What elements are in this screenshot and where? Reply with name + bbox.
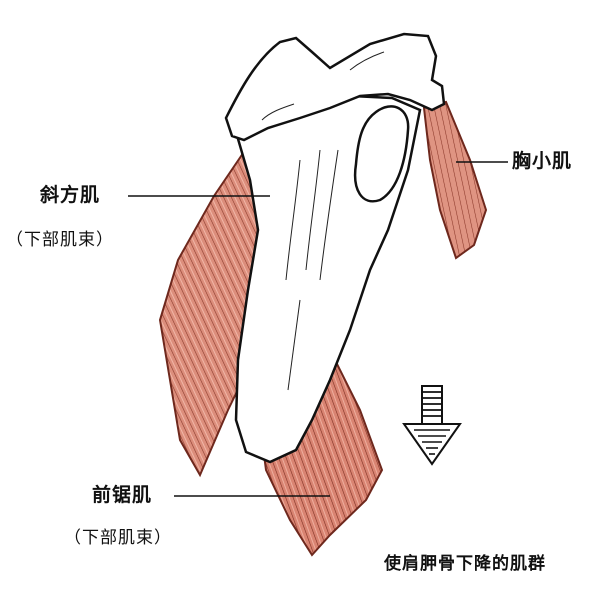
figure-caption: 使肩胛骨下降的肌群 bbox=[384, 554, 546, 574]
trapezius-label: 斜方肌 bbox=[40, 184, 101, 206]
trapezius-sub-label: （下部肌束） bbox=[6, 230, 114, 250]
bone-shading bbox=[261, 51, 385, 391]
pectoralis-minor-muscle bbox=[422, 100, 488, 260]
acromion-process bbox=[224, 32, 446, 142]
striped-down-arrow-icon bbox=[402, 385, 462, 466]
pectoralis-minor-label: 胸小肌 bbox=[512, 150, 573, 172]
serratus-anterior-label: 前锯肌 bbox=[92, 484, 153, 506]
serratus-sub-label: （下部肌束） bbox=[64, 528, 172, 548]
glenoid-cavity bbox=[353, 105, 410, 203]
